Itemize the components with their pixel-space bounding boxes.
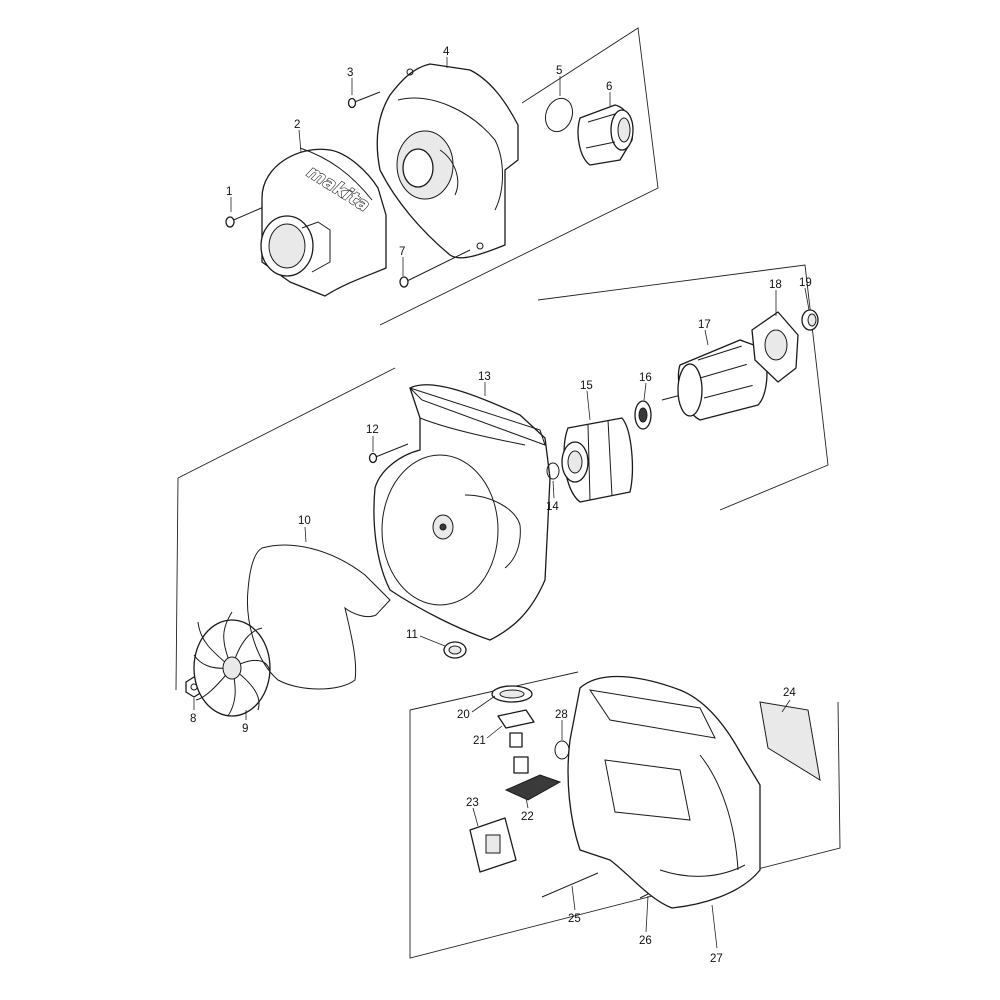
part-20-button: [491, 685, 533, 703]
callout-4: 4: [443, 46, 450, 58]
callout-2: 2: [294, 119, 300, 131]
callout-22: 22: [521, 811, 534, 823]
part-22-switch: [504, 756, 562, 801]
callout-12: 12: [366, 424, 379, 436]
callout-13: 13: [478, 371, 491, 383]
callout-6: 6: [606, 81, 612, 93]
part-19-bushing: [801, 309, 819, 331]
callout-3: 3: [347, 67, 353, 79]
part-2-fan-cover: makita: [260, 147, 387, 297]
callout-24: 24: [783, 687, 796, 699]
part-25-pin: [541, 872, 599, 898]
callout-15: 15: [580, 380, 593, 392]
part-18-end-bracket: [751, 311, 799, 383]
part-14-washer: [546, 462, 560, 480]
callout-16: 16: [639, 372, 652, 384]
frame-middle-group: [175, 264, 829, 691]
part-28-o-ring: [554, 740, 570, 760]
part-15-motor-bracket: [561, 417, 634, 503]
part-17-motor: [661, 339, 768, 421]
callout-28: 28: [555, 709, 568, 721]
callout-10: 10: [298, 515, 311, 527]
callout-8: 8: [190, 713, 196, 725]
callout-26: 26: [639, 935, 652, 947]
callout-17: 17: [698, 319, 711, 331]
callout-18: 18: [769, 279, 782, 291]
part-3-screw: [347, 91, 381, 109]
part-1-screw: [225, 205, 267, 228]
part-13-motor-housing: [373, 384, 551, 641]
callout-1: 1: [226, 186, 232, 198]
part-6-nozzle-adapter: [577, 104, 634, 166]
part-10-gasket: [247, 544, 391, 690]
callout-labels: 1 2 3 4 5 6 7 8 9 10 11 12 13 14 15 16 1…: [190, 46, 812, 965]
leader-lines: [193, 57, 810, 949]
callout-23: 23: [466, 797, 479, 809]
callout-25: 25: [568, 913, 581, 925]
part-16-bearing: [634, 400, 652, 430]
callout-27: 27: [710, 953, 723, 965]
callout-20: 20: [457, 709, 470, 721]
callout-7: 7: [399, 246, 405, 258]
callout-5: 5: [556, 65, 562, 77]
callout-11: 11: [406, 629, 418, 641]
part-12-screw: [368, 443, 409, 464]
callout-9: 9: [242, 723, 248, 735]
callout-14: 14: [546, 501, 559, 513]
part-21-lever: [497, 709, 535, 748]
callout-21: 21: [473, 735, 486, 747]
part-4-housing-cover: [376, 63, 519, 259]
part-11-cap: [443, 641, 467, 659]
part-7-long-screw: [399, 249, 471, 288]
part-27-handle-housing: [567, 675, 761, 909]
part-5-o-ring: [544, 97, 574, 133]
part-9-fan: [193, 611, 271, 717]
frame-top-group: [379, 27, 659, 326]
callout-19: 19: [799, 277, 812, 289]
part-23-controller: [469, 817, 517, 873]
part-24-label: [759, 701, 821, 782]
